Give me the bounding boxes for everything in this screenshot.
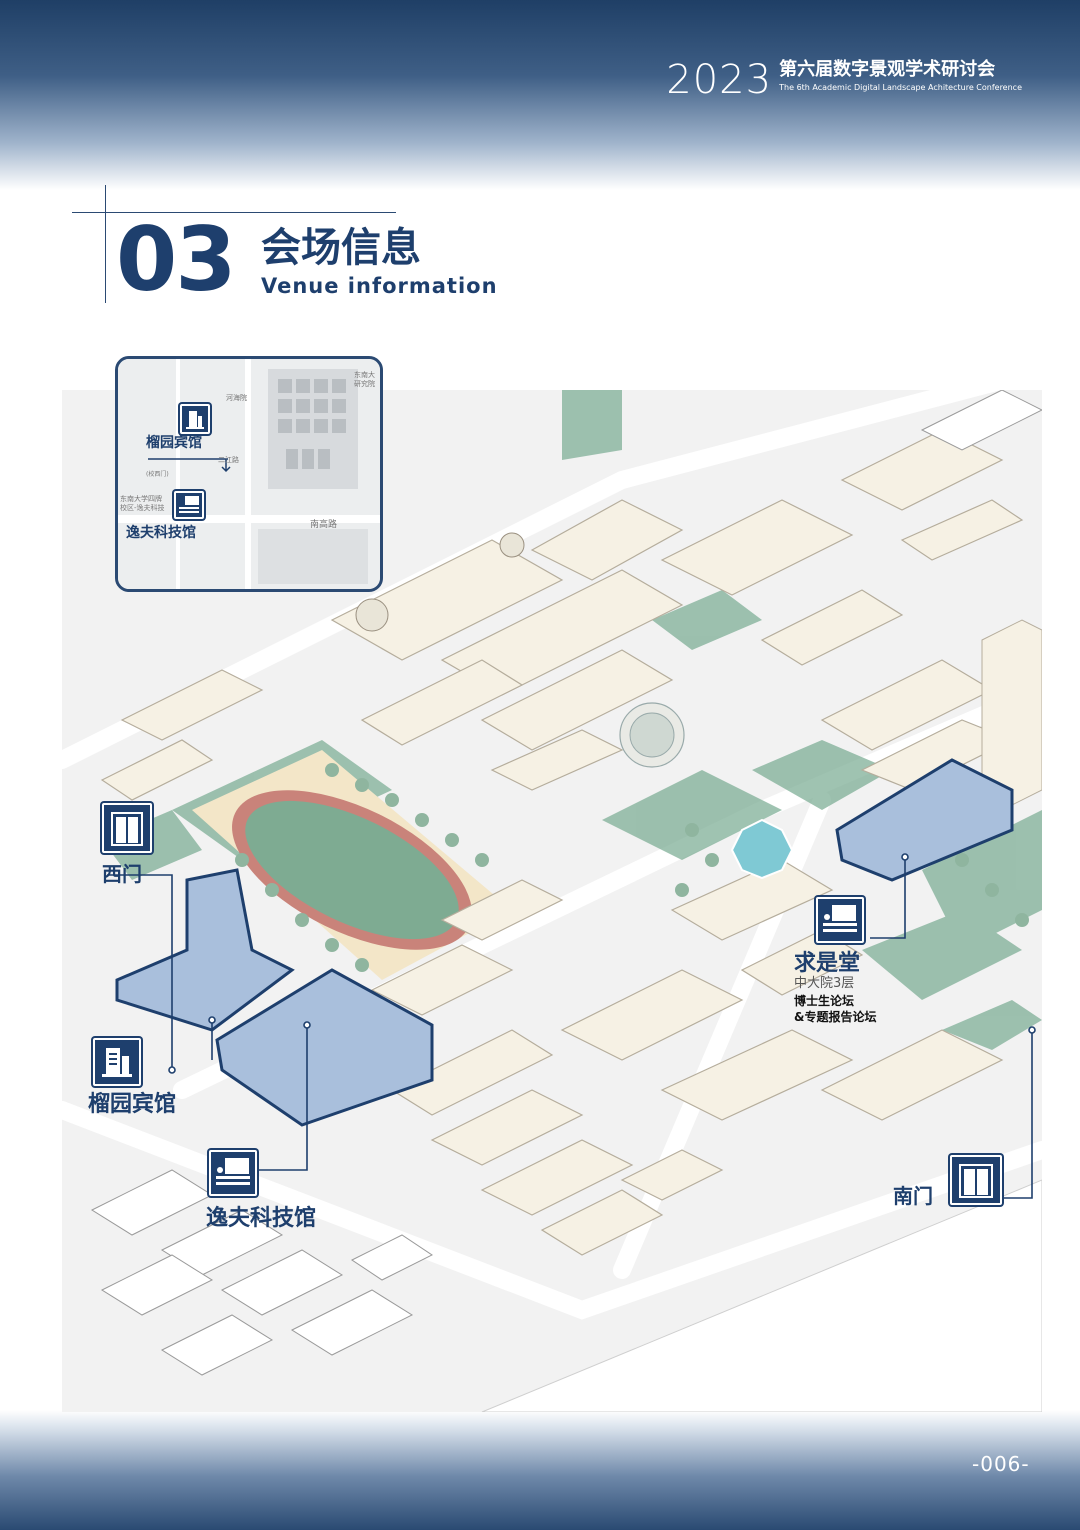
venue-qiushi-hall-building[interactable] — [835, 758, 1014, 882]
label-qiushi-event-2: &专题报告论坛 — [794, 1010, 877, 1024]
inset-label-research: 东南大 研究院 — [354, 371, 375, 388]
liuyuan-hotel-icon — [93, 1038, 141, 1086]
inset-label-west-gate: (校西门) — [146, 471, 169, 478]
inset-label-liuyuan: 榴园宾馆 — [146, 435, 202, 451]
footer-background — [0, 1410, 1080, 1530]
section-divider-vertical — [105, 185, 106, 303]
header-background — [0, 0, 1080, 190]
label-yifu-building: 逸夫科技馆 — [206, 1206, 317, 1231]
inset-label-nangao: 南高路 — [310, 520, 338, 530]
west-gate-icon — [102, 803, 152, 853]
section-divider-horizontal — [72, 212, 396, 213]
lecture-hall-icon — [174, 491, 204, 519]
yifu-building-icon — [209, 1150, 257, 1196]
hotel-icon — [180, 404, 210, 434]
inset-label-hehai: 河海院 — [226, 394, 247, 402]
label-south-gate: 南门 — [893, 1184, 933, 1208]
qiushi-hall-icon — [816, 897, 864, 943]
page-number: -006- — [972, 1452, 1030, 1476]
inset-label-erjiang: 二江路 — [218, 456, 239, 464]
inset-label-campus: 东南大学四牌 校区-逸夫科技 — [120, 495, 165, 512]
label-qiushi-event-1: 博士生论坛 — [794, 994, 855, 1008]
south-gate-icon — [950, 1155, 1002, 1205]
sports-field — [192, 750, 512, 980]
label-west-gate: 西门 — [102, 862, 142, 886]
section-title-cn: 会场信息 — [261, 225, 421, 271]
label-liuyuan-hotel: 榴园宾馆 — [88, 1092, 177, 1117]
label-qiushi-floor: 中大院3层 — [794, 976, 855, 991]
venue-liuyuan-hotel-building[interactable] — [115, 868, 295, 1032]
inset-label-yifu: 逸夫科技馆 — [126, 525, 196, 541]
campus-map — [62, 390, 1042, 1412]
section-title-en: Venue information — [261, 274, 498, 298]
venue-yifu-building[interactable] — [215, 968, 434, 1127]
header-year: 2023 — [666, 57, 773, 103]
header-title-en: The 6th Academic Digital Landscape Achit… — [779, 83, 1022, 92]
conference-header: 2023 第六届数字景观学术研讨会 The 6th Academic Digit… — [666, 58, 1022, 102]
section-number: 03 — [116, 208, 236, 311]
label-qiushi-hall: 求是堂 — [794, 951, 861, 976]
inset-map-graphic — [118, 359, 380, 589]
header-title-cn: 第六届数字景观学术研讨会 — [779, 59, 996, 80]
inset-map: 东南大 研究院 河海院 榴园宾馆 二江路 (校西门) 东南大学四牌 校区-逸夫科… — [115, 356, 383, 592]
